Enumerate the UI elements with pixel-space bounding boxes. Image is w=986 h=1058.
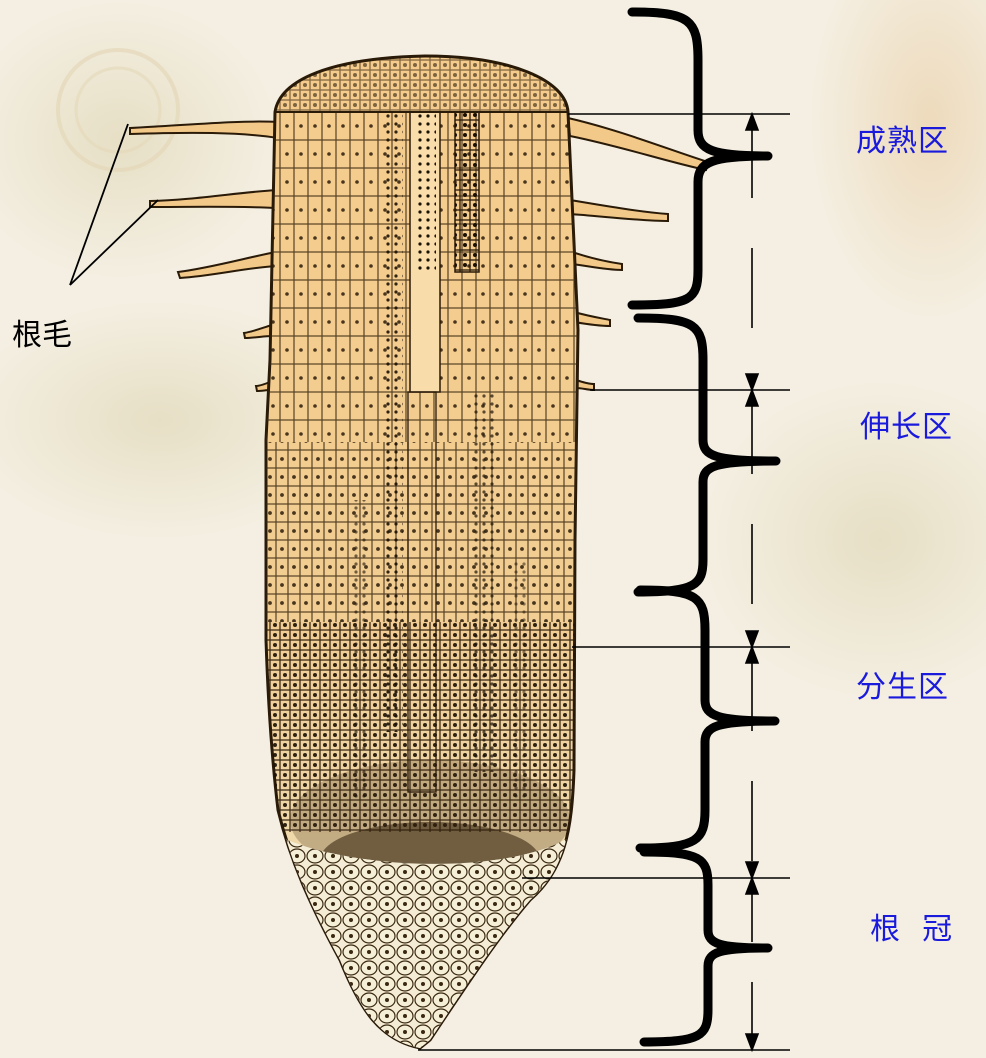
zone-label-rootcap: 根 冠: [870, 904, 953, 948]
root-hair-label: 根毛: [12, 310, 72, 354]
brace-rootcap: [644, 852, 768, 1042]
dimension-arrows: [746, 114, 758, 1050]
root-hairs-left: [130, 122, 278, 391]
brace-meristem: [640, 590, 775, 848]
zone-label-maturation: 成熟区: [856, 116, 949, 160]
root-hairs-right: [568, 118, 708, 390]
brace-elongation: [638, 318, 776, 592]
zone-label-elongation: 伸长区: [860, 402, 953, 446]
root-hair-leader-lines: [70, 124, 158, 285]
zone-label-meristem: 分生区: [856, 662, 949, 706]
